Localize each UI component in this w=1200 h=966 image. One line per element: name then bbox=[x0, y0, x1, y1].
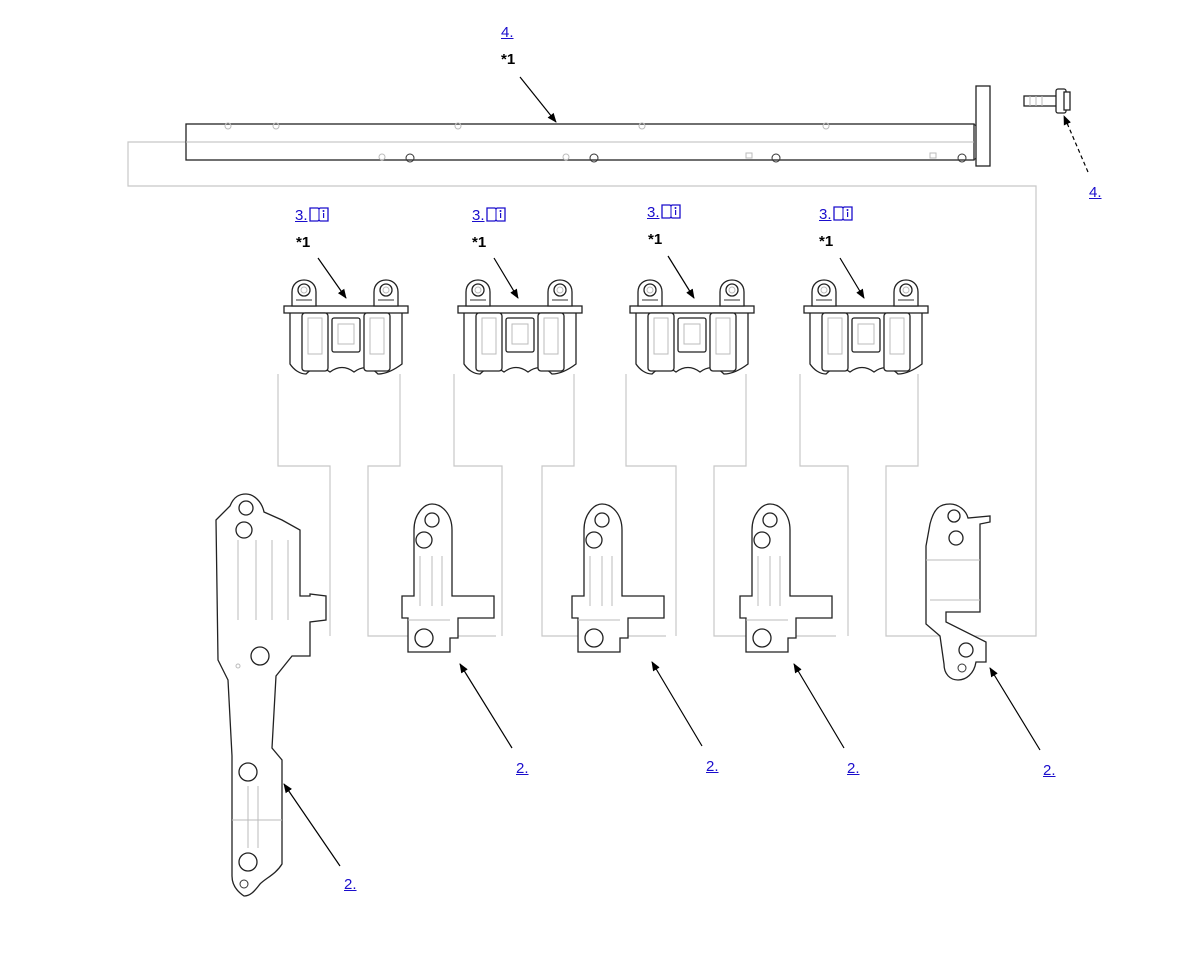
rocker-arm-1 bbox=[283, 279, 409, 375]
rocker-support-3 bbox=[571, 503, 665, 653]
rocker-3-ref-label: 3. bbox=[647, 204, 660, 221]
shaft-part-ref-link[interactable]: 4. bbox=[501, 24, 514, 41]
rocker-support-rear bbox=[925, 503, 991, 681]
rocker-2-ref-label: 3. bbox=[472, 207, 485, 224]
leader-lines bbox=[283, 76, 1089, 867]
support-front-ref-link[interactable]: 2. bbox=[344, 876, 357, 893]
shaft-note-label: *1 bbox=[501, 51, 516, 68]
rocker-1-ref-link[interactable]: 3. bbox=[295, 207, 329, 225]
reference-outlines bbox=[127, 141, 1037, 637]
rocker-4-ref-label: 3. bbox=[819, 206, 832, 223]
rocker-2-note: *1 bbox=[472, 234, 487, 251]
rocker-3-ref-link[interactable]: 3. bbox=[647, 204, 681, 222]
book-info-icon bbox=[308, 207, 329, 222]
rocker-support-front bbox=[215, 493, 327, 897]
book-info-icon bbox=[832, 206, 853, 221]
rocker-arm-2 bbox=[457, 279, 583, 375]
support-2-ref-link[interactable]: 2. bbox=[516, 760, 529, 777]
rocker-4-ref-link[interactable]: 3. bbox=[819, 206, 853, 224]
book-info-icon bbox=[485, 207, 506, 222]
bolt-part-ref-link[interactable]: 4. bbox=[1089, 184, 1102, 201]
rocker-support-4 bbox=[739, 503, 833, 653]
rocker-3-note: *1 bbox=[648, 231, 663, 248]
book-info-icon bbox=[660, 204, 681, 219]
rocker-1-note: *1 bbox=[296, 234, 311, 251]
support-4-ref-link[interactable]: 2. bbox=[847, 760, 860, 777]
support-3-ref-link[interactable]: 2. bbox=[706, 758, 719, 775]
rocker-support-2 bbox=[401, 503, 495, 653]
shaft-bolt bbox=[1023, 88, 1071, 114]
rocker-4-note: *1 bbox=[819, 233, 834, 250]
rocker-arm-4 bbox=[803, 279, 929, 375]
rocker-2-ref-link[interactable]: 3. bbox=[472, 207, 506, 225]
rocker-1-ref-label: 3. bbox=[295, 207, 308, 224]
rocker-shaft bbox=[185, 85, 991, 167]
support-rear-ref-link[interactable]: 2. bbox=[1043, 762, 1056, 779]
